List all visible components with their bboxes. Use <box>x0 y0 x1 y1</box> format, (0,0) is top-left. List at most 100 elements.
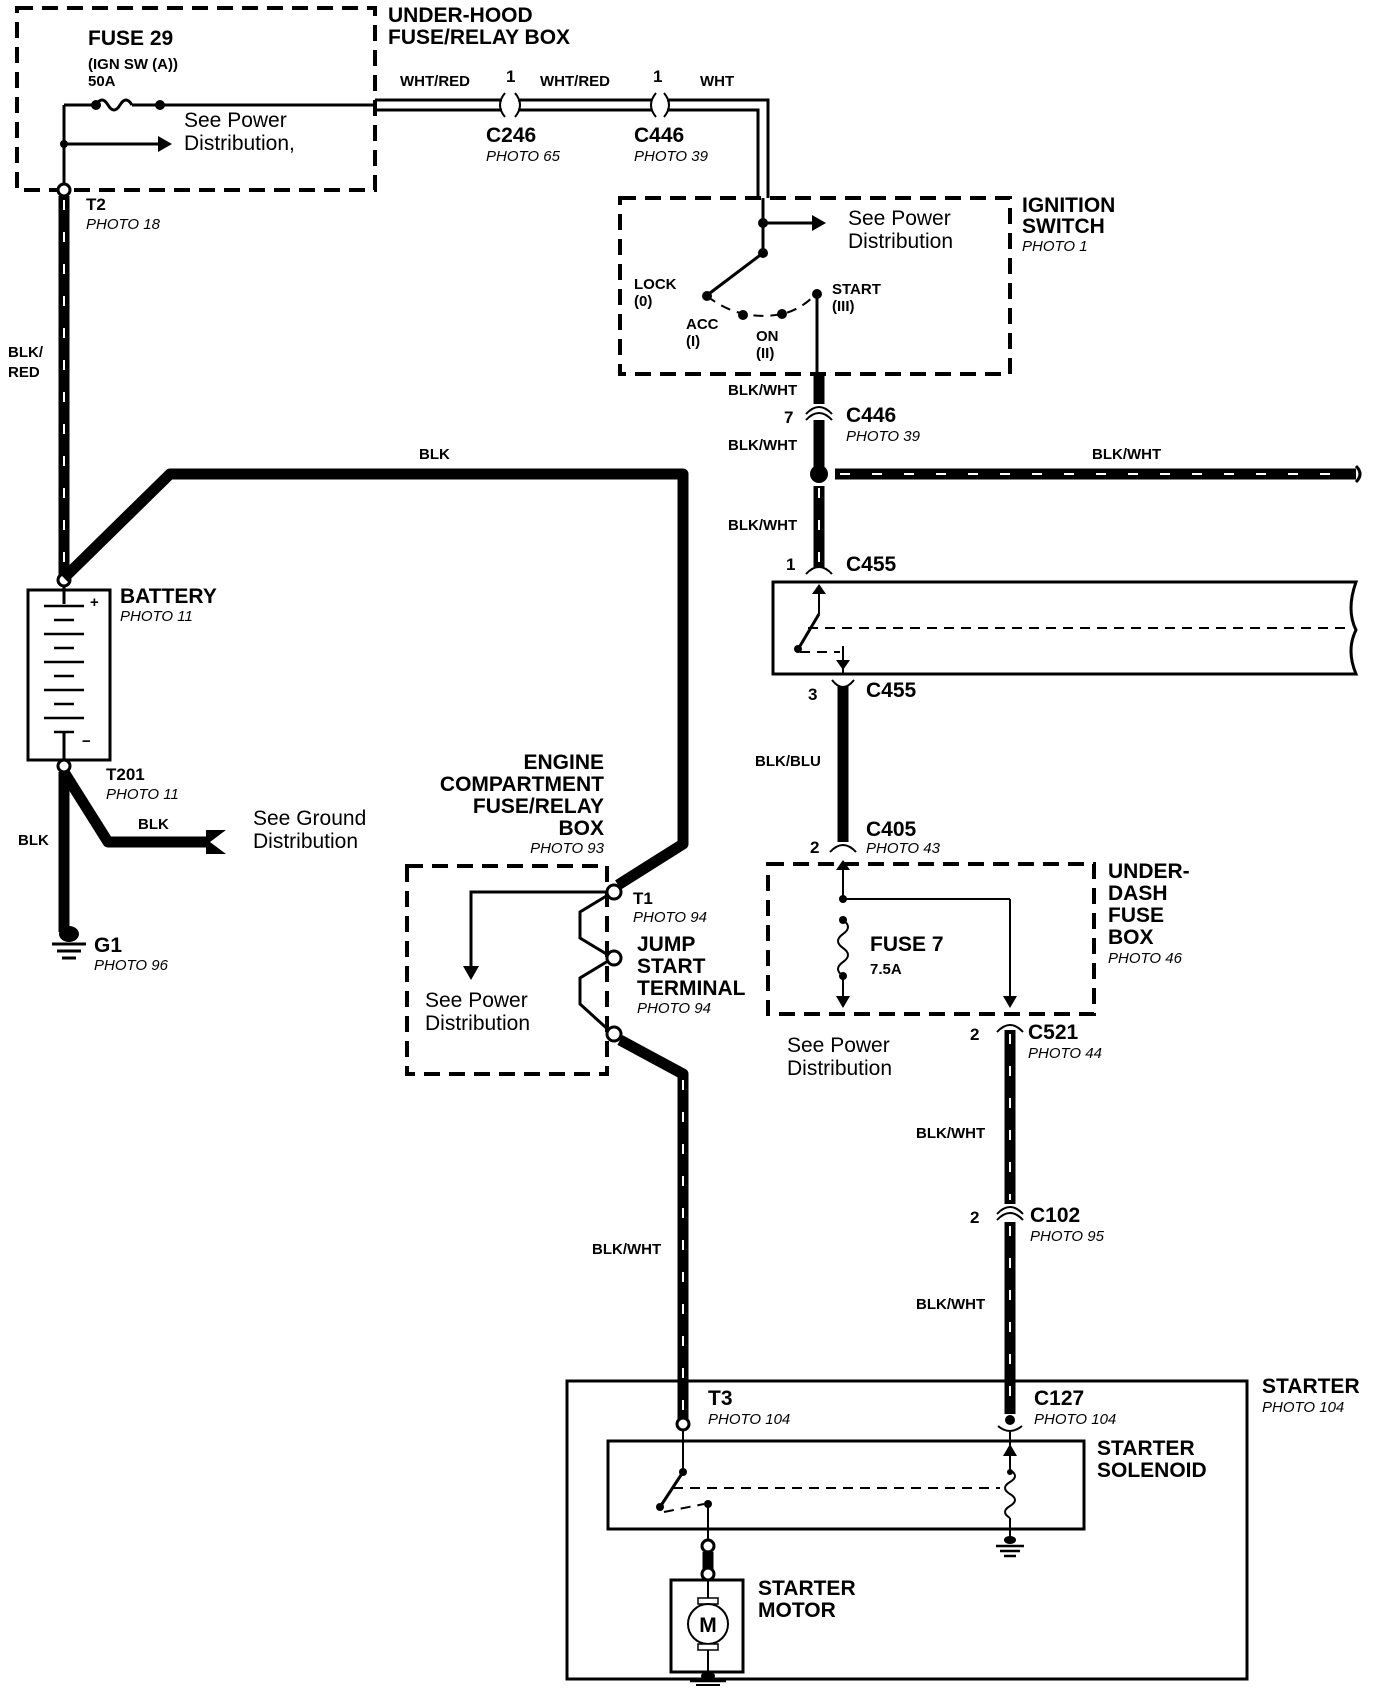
c455-switch-blade <box>798 613 821 647</box>
battery-body <box>26 588 112 762</box>
c455-bot-connector <box>831 679 855 688</box>
battery-cells-icon <box>44 604 84 734</box>
fuse-29-left-dot <box>91 100 101 110</box>
blk-wht-c102-label: BLK/WHT <box>916 1296 985 1313</box>
under-dash-photo: PHOTO 46 <box>1108 950 1183 967</box>
wht-red-wire-1 <box>375 98 502 112</box>
wht-label: WHT <box>700 73 734 90</box>
ign-acc-contact <box>738 310 748 320</box>
c455-bottom-arrow-icon <box>836 660 850 670</box>
blk-ground-dist-wire <box>59 769 210 848</box>
fuse-29-symbol <box>64 98 160 112</box>
c455-top-connector <box>805 566 833 575</box>
c455-bot-pin: 3 <box>808 685 817 704</box>
ground-dist-see-2: Distribution <box>253 830 358 853</box>
under-dash-fuse-box: UNDER- DASH FUSE BOX PHOTO 46 FUSE 7 7.5… <box>766 860 1190 1016</box>
blk-wht-splice-dot <box>810 465 828 483</box>
blk-wht-c455-label: BLK/WHT <box>728 517 797 534</box>
ign-start-num: (III) <box>832 298 855 315</box>
c455-top-arrow-icon <box>812 584 826 594</box>
starter-body <box>565 1379 1249 1681</box>
t3-terminal <box>675 1416 691 1432</box>
solenoid-output-terminal <box>700 1538 716 1554</box>
engine-box-title-1: ENGINE <box>523 751 604 774</box>
ign-on-num: (II) <box>756 345 774 362</box>
c102-connector <box>996 1206 1024 1221</box>
fuse-7-label: FUSE 7 <box>870 933 944 956</box>
motor-ground-icon <box>690 1672 726 1686</box>
under-hood-see-2: Distribution, <box>184 132 295 155</box>
c455-switch-component <box>771 580 1359 676</box>
blk-gnd-label: BLK <box>18 832 49 849</box>
ign-see-1: See Power <box>848 207 951 230</box>
engine-box-see-1: See Power <box>425 989 528 1012</box>
c455-top-pin: 1 <box>786 555 795 574</box>
fuse-7-upper-dot <box>839 916 847 924</box>
c405-label: C405 <box>866 818 917 841</box>
blk-wht-jump-wire <box>617 1035 689 1420</box>
c246-connector <box>499 92 521 118</box>
t1-terminal <box>605 883 623 901</box>
solenoid-label-1: STARTER <box>1097 1437 1195 1460</box>
c455-top-label: C455 <box>846 553 897 576</box>
solenoid-contact-dash <box>663 1503 705 1513</box>
under-dash-see-1: See Power <box>787 1034 890 1057</box>
c446-top-label: C446 <box>634 124 684 147</box>
t1-photo: PHOTO 94 <box>633 909 707 926</box>
solenoid-label-2: SOLENOID <box>1097 1459 1207 1482</box>
engine-box-see-2: Distribution <box>425 1012 530 1035</box>
c405-connector <box>829 844 857 853</box>
ignition-photo: PHOTO 1 <box>1022 238 1088 255</box>
c102-photo: PHOTO 95 <box>1030 1228 1105 1245</box>
engine-box-title-3: FUSE/RELAY <box>473 795 604 818</box>
starter-photo: PHOTO 104 <box>1262 1399 1344 1416</box>
t1-label: T1 <box>633 889 653 908</box>
ignition-switch: IGNITION SWITCH PHOTO 1 See Power Distri… <box>618 194 1115 376</box>
motor-brush-bottom-icon <box>697 1643 719 1651</box>
engine-box-title-2: COMPARTMENT <box>440 773 604 796</box>
c446-top-connector <box>650 92 670 118</box>
under-dash-title-3: FUSE <box>1108 904 1164 927</box>
ground-dist-connector-icon <box>206 830 226 854</box>
engine-box-photo: PHOTO 93 <box>530 840 605 857</box>
ground-dist-see-1: See Ground <box>253 807 366 830</box>
power-dist-dot <box>60 140 68 148</box>
battery: + − BATTERY PHOTO 11 <box>26 572 217 766</box>
blk-wht-right-break <box>1354 464 1362 484</box>
starter-label: STARTER <box>1262 1375 1360 1398</box>
jump-label-3: TERMINAL <box>637 977 746 1000</box>
c127-label: C127 <box>1034 1387 1084 1410</box>
c521-label: C521 <box>1028 1021 1079 1044</box>
blk-wht-c521-label: BLK/WHT <box>916 1125 985 1142</box>
t201-label: T201 <box>106 765 145 784</box>
under-hood-title-1: UNDER-HOOD <box>388 4 533 27</box>
fuse-7-symbol <box>837 919 849 977</box>
t3-photo: PHOTO 104 <box>708 1411 790 1428</box>
fuse-29-circuit: (IGN SW (A)) <box>88 56 178 73</box>
jump-label-2: START <box>637 955 706 978</box>
blk-wht-c446-label: BLK/WHT <box>728 437 797 454</box>
motor-label-2: MOTOR <box>758 1599 836 1622</box>
ign-switch-blade <box>709 251 764 295</box>
under-hood-title-2: FUSE/RELAY BOX <box>388 26 570 49</box>
solenoid-ground-icon <box>996 1536 1024 1558</box>
blk-blu-label: BLK/BLU <box>755 753 821 770</box>
c102-label: C102 <box>1030 1204 1080 1227</box>
ign-on-contact <box>777 309 787 319</box>
fuse-29-label: FUSE 29 <box>88 27 173 50</box>
c127-photo: PHOTO 104 <box>1034 1411 1116 1428</box>
g1-label: G1 <box>94 934 122 957</box>
t2-photo: PHOTO 18 <box>86 216 161 233</box>
engine-box-power-arrow-icon <box>463 966 479 980</box>
ignition-title-2: SWITCH <box>1022 215 1105 238</box>
c521-pin: 2 <box>970 1025 979 1044</box>
wht-red-label-1: WHT/RED <box>400 73 470 90</box>
battery-minus: − <box>82 733 91 750</box>
c246-label: C246 <box>486 124 536 147</box>
solenoid-blade-dot <box>656 1503 664 1511</box>
c446-mid-label: C446 <box>846 404 896 427</box>
solenoid-contact-blade <box>660 1471 685 1505</box>
jump-start-terminal <box>605 949 623 967</box>
starter-assembly: STARTER PHOTO 104 T3 PHOTO 104 C127 PHOT… <box>565 1375 1360 1681</box>
